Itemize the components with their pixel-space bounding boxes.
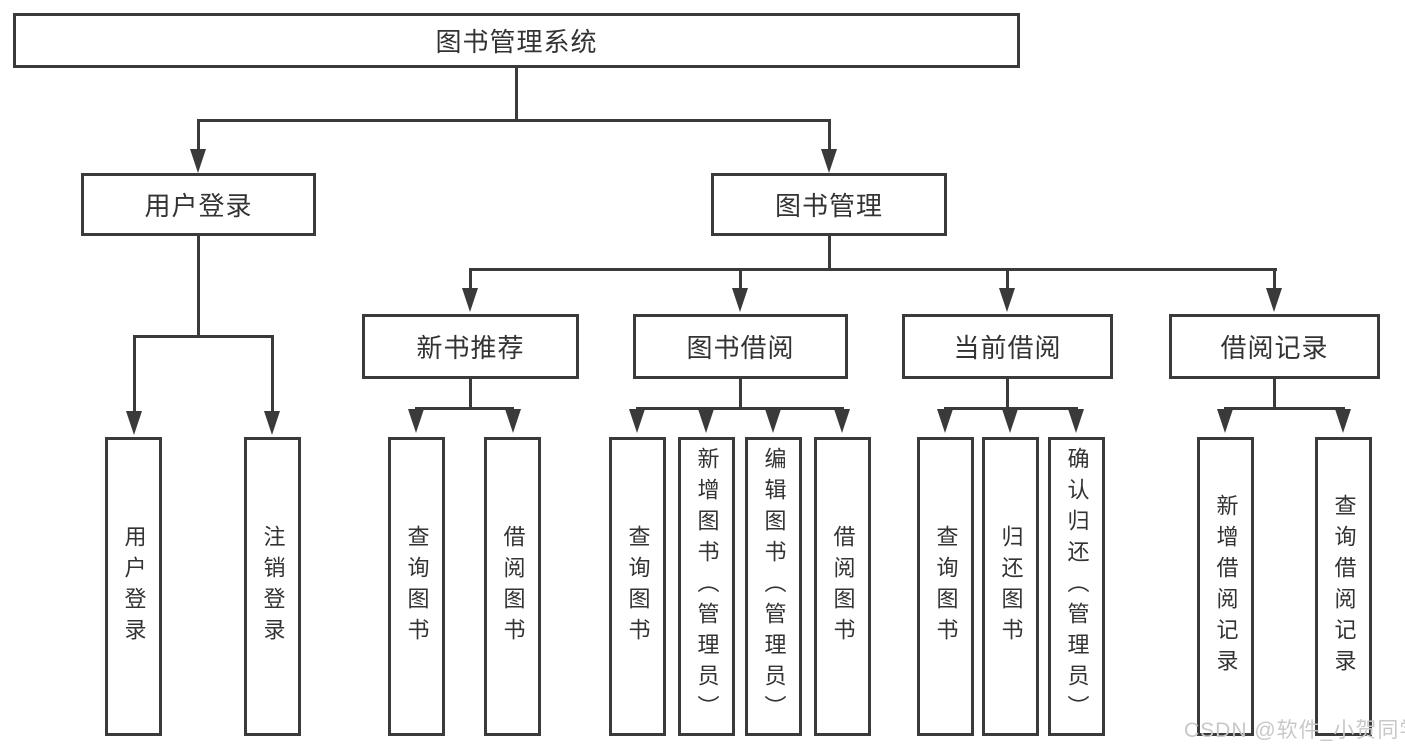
- arrow-down-query-books-1: [408, 409, 424, 433]
- connector-drop-borrow-records: [1273, 268, 1276, 290]
- node-leaf-query-books-1: 查询图书: [388, 437, 445, 736]
- arrow-down-current-borrow: [999, 288, 1015, 312]
- node-leaf-query-books-3: 查询图书: [917, 437, 974, 736]
- connector-current-borrow-stem: [1006, 379, 1009, 409]
- connector-drop-book-borrow: [739, 268, 742, 290]
- connector-drop-login: [133, 335, 136, 413]
- connector-user-login-bar: [133, 335, 274, 338]
- arrow-down-add-borrow-record: [1217, 409, 1233, 433]
- connector-book-mgmt-stem: [828, 236, 831, 270]
- arrow-down-query-borrow-record: [1335, 409, 1351, 433]
- csdn-watermark: CSDN @软件_小贺同学: [1184, 719, 1405, 742]
- connector-book-borrow-bar: [636, 407, 844, 410]
- node-leaf-query-books-2: 查询图书: [609, 437, 666, 736]
- node-library-system: 图书管理系统: [13, 13, 1020, 68]
- node-leaf-borrow-books-2: 借阅图书: [814, 437, 871, 736]
- arrow-down-query-books-2: [629, 409, 645, 433]
- arrow-down-query-books-3: [937, 409, 953, 433]
- node-book-management: 图书管理: [711, 173, 947, 236]
- connector-borrow-records-stem: [1273, 379, 1276, 409]
- connector-user-login-stem: [197, 236, 200, 337]
- node-leaf-return-books: 归还图书: [982, 437, 1039, 736]
- node-leaf-logout: 注销登录: [244, 437, 301, 736]
- connector-drop-current-borrow: [1006, 268, 1009, 290]
- connector-level3-bar: [469, 268, 1277, 271]
- node-current-borrowing: 当前借阅: [902, 314, 1113, 379]
- connector-current-borrow-bar: [944, 407, 1078, 410]
- connector-new-books-stem: [469, 379, 472, 409]
- arrow-down-new-books: [462, 288, 478, 312]
- arrow-down-book-borrow: [732, 288, 748, 312]
- connector-root-stem: [515, 68, 518, 120]
- arrow-down-add-books: [698, 409, 714, 433]
- connector-level2-bar: [197, 119, 830, 122]
- node-user-login: 用户登录: [81, 173, 316, 236]
- node-leaf-confirm-return-admin: 确认归还（管理员）: [1048, 437, 1105, 736]
- arrow-down-book-mgmt: [821, 149, 837, 173]
- arrow-down-confirm-return: [1068, 409, 1084, 433]
- arrow-down-edit-books: [765, 409, 781, 433]
- node-leaf-query-borrow-record: 查询借阅记录: [1315, 437, 1372, 736]
- node-new-book-recommend: 新书推荐: [362, 314, 579, 379]
- arrow-down-borrow-books-1: [505, 409, 521, 433]
- connector-book-borrow-stem: [739, 379, 742, 409]
- node-leaf-add-borrow-record: 新增借阅记录: [1197, 437, 1254, 736]
- connector-new-books-bar: [415, 407, 514, 410]
- node-book-borrowing: 图书借阅: [633, 314, 848, 379]
- connector-drop-new-books: [469, 268, 472, 290]
- node-leaf-add-books-admin: 新增图书（管理员）: [678, 437, 735, 736]
- connector-drop-book-mgmt: [828, 119, 831, 152]
- node-leaf-user-login: 用户登录: [105, 437, 162, 736]
- node-leaf-borrow-books-1: 借阅图书: [484, 437, 541, 736]
- arrow-down-user-login: [190, 149, 206, 173]
- node-borrowing-records: 借阅记录: [1169, 314, 1380, 379]
- node-leaf-edit-books-admin: 编辑图书（管理员）: [745, 437, 802, 736]
- arrow-down-return-books: [1002, 409, 1018, 433]
- connector-drop-logout: [271, 335, 274, 413]
- connector-borrow-records-bar: [1224, 407, 1345, 410]
- arrow-down-logout: [264, 411, 280, 435]
- connector-drop-user-login: [197, 119, 200, 152]
- arrow-down-borrow-books-2: [834, 409, 850, 433]
- arrow-down-login: [126, 411, 142, 435]
- arrow-down-borrow-records: [1266, 288, 1282, 312]
